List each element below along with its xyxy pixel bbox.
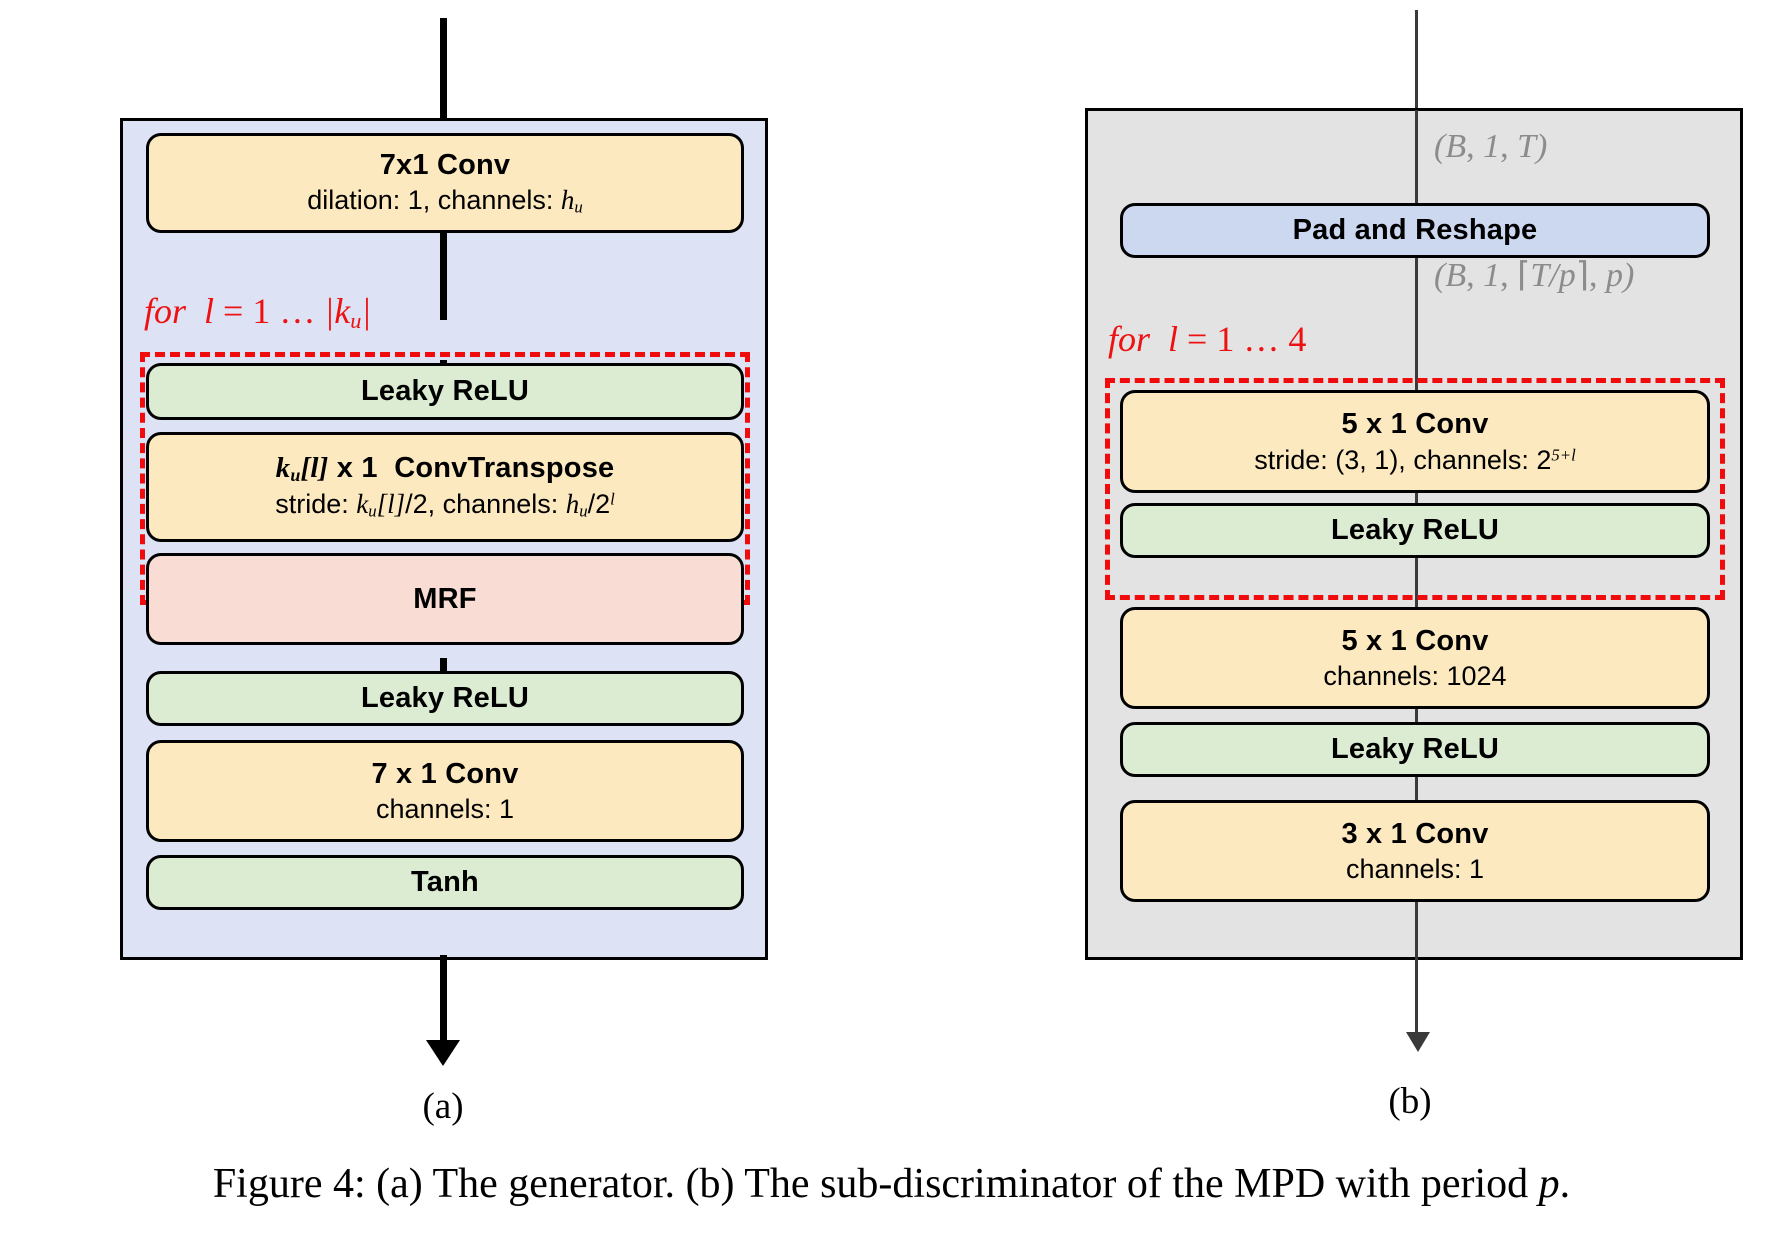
caption-end: . xyxy=(1559,1161,1571,1207)
panel-b-input-line xyxy=(1415,10,1418,110)
node-conv-3x1-out[interactable]: 3 x 1 Conv channels: 1 xyxy=(1120,800,1710,902)
shape-input-label: (B, 1, T) xyxy=(1434,128,1548,165)
node-conv-7x1-out[interactable]: 7 x 1 Conv channels: 1 xyxy=(146,740,744,842)
node-subtitle: stride: ku[l]/2, channels: hu/2l xyxy=(275,489,615,522)
panel-a-label: (a) xyxy=(422,1086,464,1127)
node-conv-7x1-in[interactable]: 7x1 Conv dilation: 1, channels: hu xyxy=(146,133,744,233)
node-subtitle: dilation: 1, channels: hu xyxy=(307,185,583,217)
node-title: 7 x 1 Conv xyxy=(371,757,519,790)
panel-a-input-arrow xyxy=(440,18,447,128)
node-tanh[interactable]: Tanh xyxy=(146,855,744,910)
caption-symbol: p xyxy=(1538,1161,1560,1207)
panel-a-output-arrow xyxy=(440,955,447,1048)
panel-b-loop-box xyxy=(1105,378,1725,600)
node-title: Leaky ReLU xyxy=(1330,514,1499,547)
node-title: 7x1 Conv xyxy=(379,148,511,181)
node-convtranspose[interactable]: ku[l] x 1 ConvTranspose stride: ku[l]/2,… xyxy=(146,432,744,542)
node-pad-and-reshape[interactable]: Pad and Reshape xyxy=(1120,203,1710,258)
node-conv-5x1-loop[interactable]: 5 x 1 Conv stride: (3, 1), channels: 25+… xyxy=(1120,390,1710,493)
node-leaky-relu-loop-a[interactable]: Leaky ReLU xyxy=(146,363,744,420)
panel-b-label: (b) xyxy=(1388,1081,1432,1122)
node-title: Tanh xyxy=(411,866,479,899)
panel-b-output-arrowhead xyxy=(1406,1032,1430,1052)
node-subtitle: channels: 1 xyxy=(375,794,515,825)
node-title: 3 x 1 Conv xyxy=(1341,817,1489,850)
node-title: MRF xyxy=(413,582,477,615)
node-title: Leaky ReLU xyxy=(360,682,529,715)
node-title: 5 x 1 Conv xyxy=(1341,624,1489,657)
node-title: Leaky ReLU xyxy=(360,375,529,408)
shape-reshaped-label: (B, 1, ⌈T/p⌉, p) xyxy=(1434,257,1635,294)
node-title: ku[l] x 1 ConvTranspose xyxy=(275,452,615,486)
panel-a-spine-5 xyxy=(440,658,447,678)
node-subtitle: stride: (3, 1), channels: 25+l xyxy=(1254,444,1576,475)
panel-a-spine-1 xyxy=(440,230,447,320)
panel-b-output-line xyxy=(1415,960,1418,1038)
node-subtitle: channels: 1024 xyxy=(1323,661,1507,692)
node-conv-5x1-1024[interactable]: 5 x 1 Conv channels: 1024 xyxy=(1120,607,1710,709)
figure-caption: Figure 4: (a) The generator. (b) The sub… xyxy=(0,1160,1783,1208)
node-leaky-relu-out-b[interactable]: Leaky ReLU xyxy=(1120,722,1710,777)
panel-a-output-arrowhead xyxy=(426,1040,460,1066)
node-title: Pad and Reshape xyxy=(1292,214,1538,247)
panel-a-loop-label: for l = 1 … |ku| xyxy=(144,291,372,333)
panel-b-loop-label: for l = 1 … 4 xyxy=(1108,319,1307,359)
node-title: 5 x 1 Conv xyxy=(1341,408,1489,441)
caption-b: (b) The sub-discriminator of the MPD wit… xyxy=(685,1161,1529,1207)
node-subtitle: channels: 1 xyxy=(1345,854,1485,885)
node-leaky-relu-out-a[interactable]: Leaky ReLU xyxy=(146,671,744,726)
node-title: Leaky ReLU xyxy=(1330,733,1499,766)
node-leaky-relu-loop-b[interactable]: Leaky ReLU xyxy=(1120,503,1710,558)
node-mrf[interactable]: MRF xyxy=(146,553,744,645)
caption-prefix: Figure 4: xyxy=(212,1161,366,1207)
caption-a: (a) The generator. xyxy=(376,1161,676,1207)
